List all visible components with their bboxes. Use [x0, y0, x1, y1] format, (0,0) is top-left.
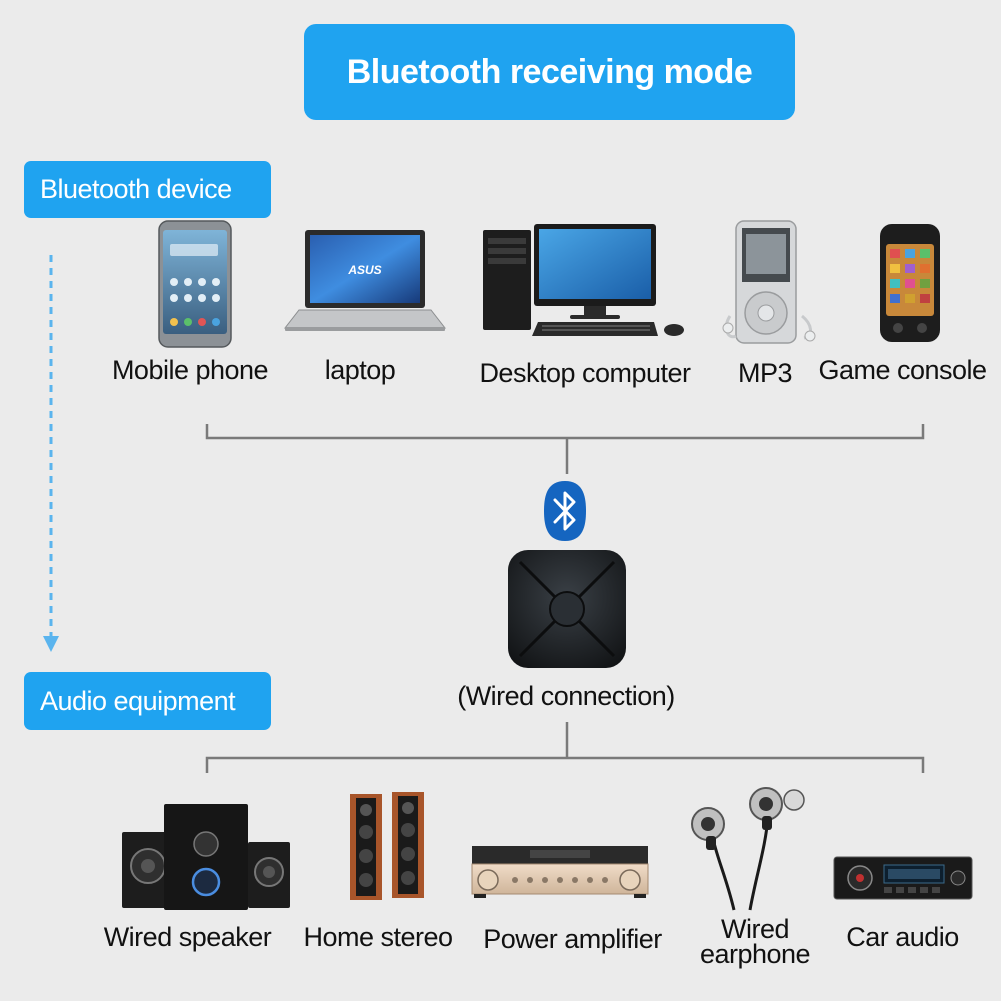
bluetooth-icon: [544, 481, 586, 541]
page-title: Bluetooth receiving mode: [304, 24, 795, 120]
wired-earphone-label: Wired earphone: [680, 914, 830, 969]
car-audio-label: Car audio: [846, 922, 959, 952]
wired-connection-label: (Wired connection): [457, 681, 675, 711]
wired-earphone-label-line1: Wired: [720, 914, 790, 944]
wired-speaker-label: Wired speaker: [103, 922, 272, 952]
desktop-computer-icon: [483, 224, 684, 336]
car-audio-icon: [833, 856, 973, 900]
wired-earphone-label-line2: earphone: [699, 939, 811, 969]
bluetooth-device-tag: Bluetooth device: [24, 161, 271, 218]
power-amplifier-label: Power amplifier: [483, 924, 662, 954]
bluetooth-receiver-device: [508, 550, 626, 668]
game-console-icon: [880, 224, 940, 342]
wired-speaker-icon: [122, 804, 290, 910]
home-stereo-label: Home stereo: [303, 922, 453, 952]
laptop-label: laptop: [324, 355, 396, 385]
wired-earphone-icon: [691, 787, 805, 911]
laptop-icon: ASUS: [283, 230, 447, 331]
audio-equipment-tag: Audio equipment: [24, 672, 271, 730]
mp3-label: MP3: [737, 358, 793, 388]
mobile-phone-icon: [158, 220, 232, 348]
laptop-brand-logo: ASUS: [347, 263, 381, 277]
mp3-player-icon: [722, 220, 816, 344]
game-console-label: Game console: [818, 355, 987, 385]
power-amplifier-icon: [471, 846, 649, 898]
desktop-computer-label: Desktop computer: [479, 358, 691, 388]
mobile-phone-label: Mobile phone: [111, 355, 269, 385]
home-stereo-icon: [350, 792, 424, 900]
